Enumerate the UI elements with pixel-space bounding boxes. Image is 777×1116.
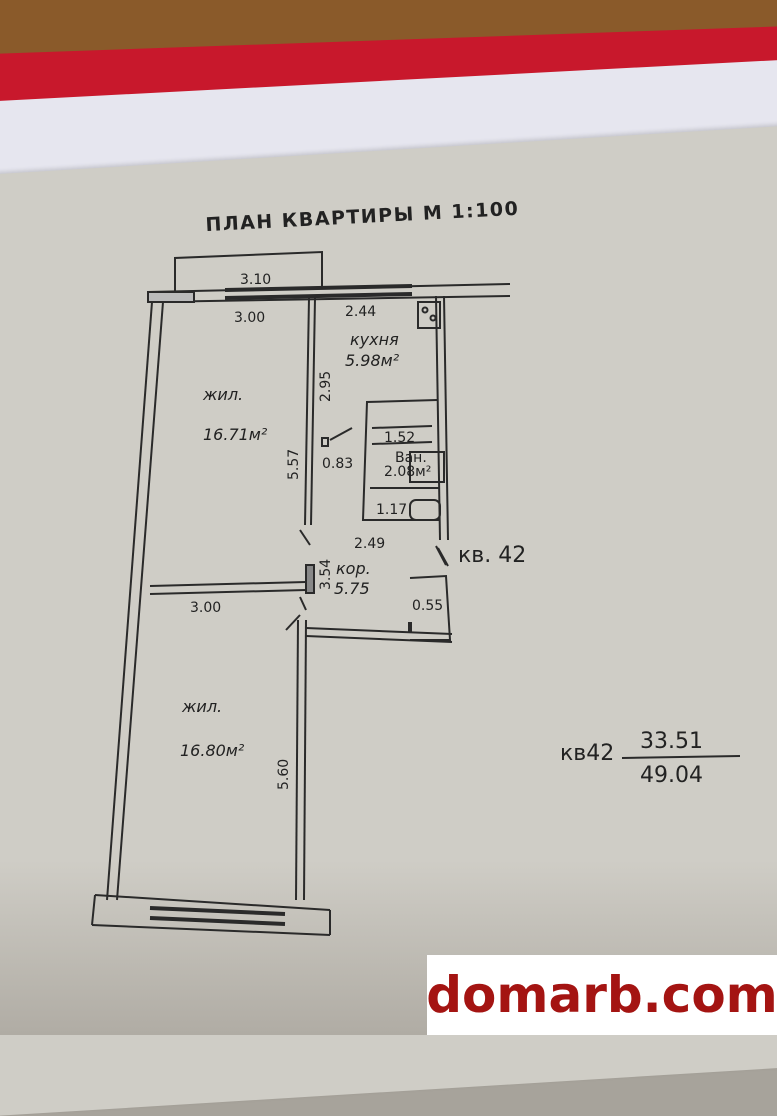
living1-name: жил. — [202, 385, 243, 404]
dim-560: 5.60 — [276, 759, 292, 790]
dim-244: 2.44 — [345, 304, 376, 320]
sink — [409, 451, 445, 483]
dim-083: 0.83 — [322, 456, 353, 472]
window-top — [224, 284, 413, 292]
living1-area: 16.71м² — [203, 425, 268, 444]
kitchen-name: кухня — [350, 330, 399, 349]
watermark-logo: domarb.com — [426, 955, 777, 1035]
bath-name: Ван. — [395, 450, 427, 466]
dim-055: 0.55 — [412, 598, 443, 614]
apartment-label: кв. 42 — [458, 543, 526, 568]
dim-295: 2.95 — [318, 371, 334, 402]
bathtub — [409, 499, 441, 521]
balcony — [174, 250, 323, 292]
dim-117: 1.17 — [376, 502, 407, 518]
dim-249: 2.49 — [354, 536, 385, 552]
dim-557: 5.57 — [286, 449, 302, 480]
stove — [417, 301, 441, 329]
wall-stub-left — [147, 291, 195, 303]
window-bottom — [149, 906, 286, 916]
corridor-name: кор. — [336, 559, 371, 578]
dim-300-mid: 3.00 — [190, 600, 221, 616]
dim-300-top: 3.00 — [234, 310, 265, 326]
kitchen-area: 5.98м² — [345, 351, 400, 370]
dim-152: 1.52 — [384, 430, 415, 446]
summary-label: кв42 — [560, 741, 614, 766]
living2-area: 16.80м² — [180, 741, 245, 760]
floor-plan: ПЛАН КВАРТИРЫ М 1:100 — [91, 198, 741, 936]
summary-living-area: 33.51 — [640, 729, 703, 754]
bath-area: 2.08м² — [384, 464, 431, 480]
corridor-area: 5.75 — [334, 579, 370, 598]
summary-total-area: 49.04 — [640, 763, 703, 788]
watermark-text: domarb.com — [426, 966, 777, 1024]
dim-354: 3.54 — [318, 559, 334, 590]
dim-310: 3.10 — [240, 272, 271, 288]
living2-name: жил. — [181, 697, 222, 716]
walls — [91, 250, 741, 936]
plan-title: ПЛАН КВАРТИРЫ М 1:100 — [205, 198, 520, 236]
